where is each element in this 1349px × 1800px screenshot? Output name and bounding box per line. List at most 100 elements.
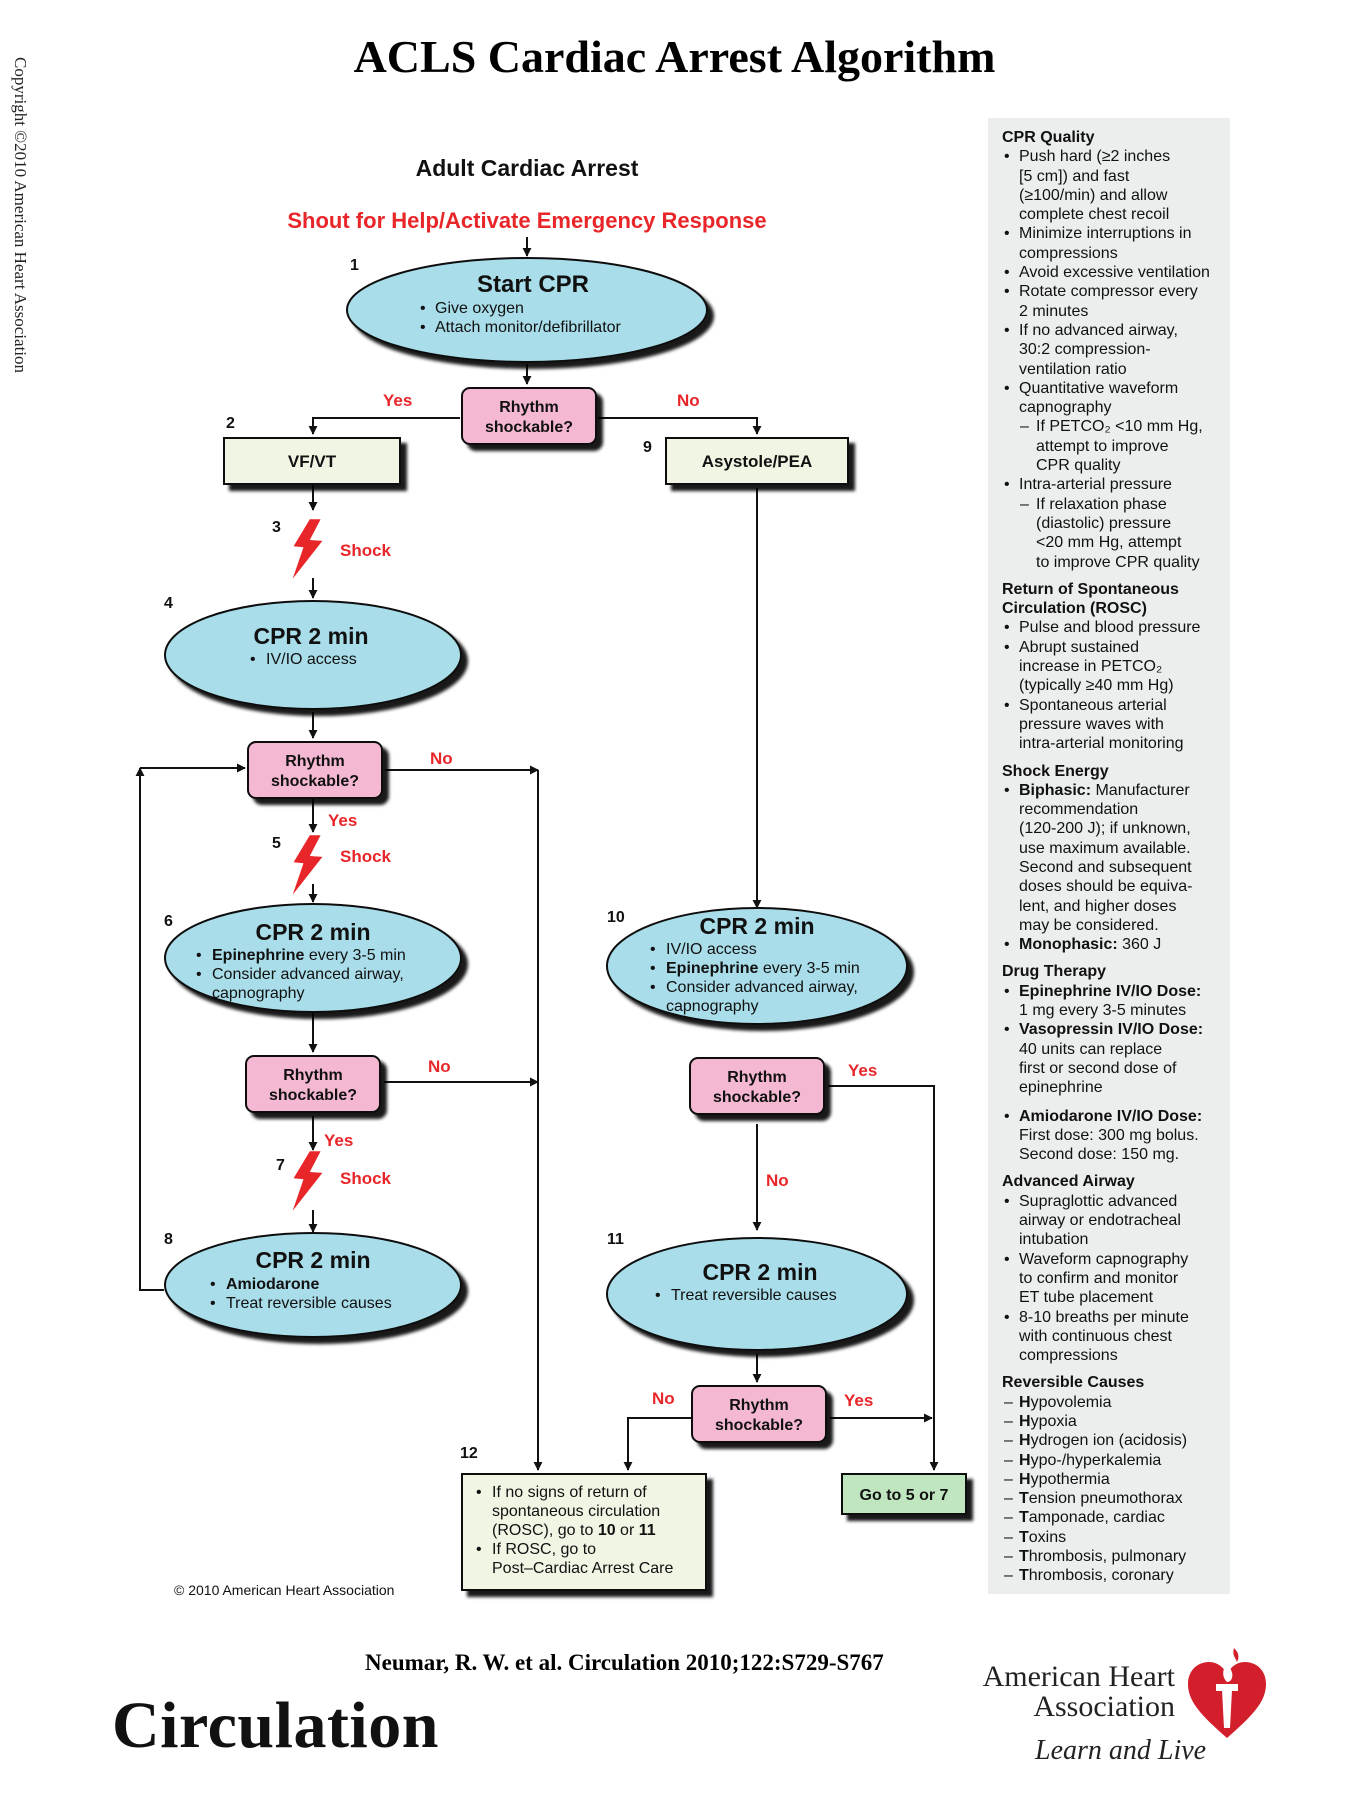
drug-label: Vasopressin IV/IO Dose: bbox=[1002, 1020, 1222, 1040]
cpr-item: IV/IO access bbox=[266, 651, 357, 668]
drug-text: 40 units can replace bbox=[1019, 1040, 1163, 1058]
svg-text:•: • bbox=[650, 960, 656, 977]
rhythm-check: Rhythm shockable? bbox=[461, 387, 597, 445]
aha-tagline: Learn and Live bbox=[1035, 1735, 1207, 1766]
svg-text:Epinephrine every 3-5 min: Epinephrine every 3-5 min bbox=[212, 947, 406, 964]
svg-text:•: • bbox=[476, 1484, 482, 1501]
rosc-text: or bbox=[616, 1522, 639, 1539]
cpr-quality-item: Push hard (≥2 inches bbox=[1002, 147, 1222, 167]
cause-item: Hypo-/hyperkalemia bbox=[1002, 1451, 1222, 1471]
shock-energy-text: may be considered. bbox=[1019, 916, 1159, 934]
cpr-oval-8: CPR 2 min • Amiodarone • Treat reversibl… bbox=[164, 1232, 462, 1338]
rhythm-check: Rhythm shockable? bbox=[245, 1055, 381, 1113]
svg-text:Epinephrine every 3-5 min: Epinephrine every 3-5 min bbox=[666, 960, 860, 977]
shock-bolt-icon bbox=[292, 519, 323, 579]
airway-item: Waveform capnography bbox=[1002, 1250, 1222, 1270]
cpr-oval-6: CPR 2 min • Epinephrine every 3-5 min • … bbox=[164, 903, 462, 1013]
cpr-item: Treat reversible causes bbox=[671, 1287, 837, 1304]
svg-text:•: • bbox=[250, 651, 256, 668]
start-cpr-title: Start CPR bbox=[477, 271, 589, 298]
rosc-item: Pulse and blood pressure bbox=[1002, 618, 1222, 638]
shock-label: Shock bbox=[340, 541, 392, 560]
step-number: 6 bbox=[164, 913, 173, 930]
svg-text:•: • bbox=[650, 979, 656, 996]
drug-text: 1 mg every 3-5 minutes bbox=[1019, 1002, 1187, 1020]
airway-item: 8-10 breaths per minute bbox=[1002, 1308, 1222, 1328]
svg-text:•: • bbox=[196, 966, 202, 983]
svg-text:(ROSC), go to 10 or 11: (ROSC), go to 10 or 11 bbox=[492, 1522, 656, 1539]
shock-bolt-icon bbox=[292, 1151, 323, 1211]
cpr-oval-11: CPR 2 min • Treat reversible causes bbox=[606, 1237, 908, 1351]
step-number: 7 bbox=[276, 1157, 285, 1174]
rosc-item: Abrupt sustained bbox=[1002, 638, 1222, 658]
rosc-step-ref: 10 bbox=[598, 1522, 616, 1539]
rhythm-label: Rhythm bbox=[499, 399, 559, 416]
cpr-quality-item: attempt to improve bbox=[1036, 437, 1169, 455]
vfvt-label: VF/VT bbox=[288, 452, 337, 471]
goto-label: Go to 5 or 7 bbox=[860, 1487, 949, 1504]
svg-text:•: • bbox=[210, 1295, 216, 1312]
svg-text:•: • bbox=[655, 1287, 661, 1304]
shock-energy-text: lent, and higher doses bbox=[1019, 897, 1177, 915]
no-label: No bbox=[766, 1171, 789, 1190]
no-label: No bbox=[430, 749, 453, 768]
yes-label: Yes bbox=[324, 1131, 353, 1150]
cpr-quality-item: ventilation ratio bbox=[1019, 360, 1127, 378]
svg-text:•: • bbox=[476, 1541, 482, 1558]
cpr-title: CPR 2 min bbox=[255, 919, 370, 945]
cpr-title: CPR 2 min bbox=[253, 623, 368, 649]
no-label: No bbox=[677, 391, 700, 410]
reference-sidebar: CPR Quality Push hard (≥2 inches [5 cm])… bbox=[988, 118, 1230, 1594]
yes-label: Yes bbox=[328, 811, 357, 830]
rhythm-check: Rhythm shockable? bbox=[247, 741, 383, 799]
step-number: 1 bbox=[350, 257, 359, 274]
step-number: 12 bbox=[460, 1445, 478, 1462]
yes-label: Yes bbox=[844, 1391, 873, 1410]
cpr-item: Consider advanced airway, bbox=[212, 966, 404, 983]
cpr-item: capnography bbox=[212, 985, 305, 1002]
start-cpr-oval: Start CPR • Give oxygen • Attach monitor… bbox=[346, 257, 708, 363]
airway-item: intubation bbox=[1019, 1231, 1089, 1249]
shock-energy-text: doses should be equiva- bbox=[1019, 878, 1193, 896]
diagram-heading: Adult Cardiac Arrest bbox=[416, 155, 639, 181]
svg-text:•: • bbox=[420, 319, 426, 336]
drug-text: epinephrine bbox=[1019, 1079, 1103, 1097]
step-number: 10 bbox=[607, 909, 625, 926]
no-label: No bbox=[428, 1057, 451, 1076]
amio-dose-label: Amiodarone IV/IO Dose: bbox=[1019, 1107, 1203, 1125]
aha-name-line: American Heart bbox=[982, 1660, 1175, 1693]
rhythm-label: Rhythm bbox=[727, 1069, 787, 1086]
heart-torch-icon bbox=[1188, 1648, 1266, 1738]
shock-energy-text: (120-200 J); if unknown, bbox=[1019, 820, 1191, 838]
cause-item: Hypovolemia bbox=[1002, 1393, 1222, 1413]
rosc-text: (ROSC), go to bbox=[492, 1522, 598, 1539]
journal-logo: Circulation bbox=[112, 1689, 439, 1762]
cause-item: Tamponade, cardiac bbox=[1002, 1508, 1222, 1528]
cpr-quality-item: If no advanced airway, bbox=[1002, 321, 1222, 341]
drug-text: First dose: 300 mg bolus. bbox=[1019, 1126, 1199, 1144]
cpr-quality-item: If PETCO₂ <10 mm Hg, bbox=[1002, 417, 1222, 437]
cpr-quality-item: 30:2 compression- bbox=[1019, 341, 1151, 359]
cause-item: Thrombosis, pulmonary bbox=[1002, 1547, 1222, 1567]
cpr-quality-item: (diastolic) pressure bbox=[1036, 514, 1172, 532]
vfvt-box: VF/VT bbox=[223, 437, 401, 485]
drug-text: Second dose: 150 mg. bbox=[1019, 1146, 1180, 1164]
diagram-copyright: © 2010 American Heart Association bbox=[174, 1582, 394, 1598]
aha-name-line: Association bbox=[1033, 1690, 1175, 1723]
advanced-airway-title: Advanced Airway bbox=[1002, 1173, 1135, 1191]
rosc-item: Spontaneous arterial bbox=[1002, 696, 1222, 716]
reversible-causes-title: Reversible Causes bbox=[1002, 1374, 1145, 1392]
rosc-item: (typically ≥40 mm Hg) bbox=[1019, 677, 1174, 695]
drug-dose: every 3-5 min bbox=[758, 960, 859, 977]
rhythm-label: Rhythm bbox=[729, 1397, 789, 1414]
start-cpr-item: Attach monitor/defibrillator bbox=[435, 319, 622, 336]
epi-dose-label: Epinephrine IV/IO Dose: bbox=[1019, 982, 1202, 1000]
cpr-quality-item: Intra-arterial pressure bbox=[1002, 475, 1222, 495]
connector bbox=[828, 1085, 939, 1471]
rosc-item: pressure waves with bbox=[1019, 715, 1164, 733]
page-title: ACLS Cardiac Arrest Algorithm bbox=[353, 31, 996, 82]
step-number: 9 bbox=[643, 439, 652, 456]
cpr-item: Treat reversible causes bbox=[226, 1295, 392, 1312]
shock-energy-item: Biphasic: Manufacturer bbox=[1002, 781, 1222, 801]
